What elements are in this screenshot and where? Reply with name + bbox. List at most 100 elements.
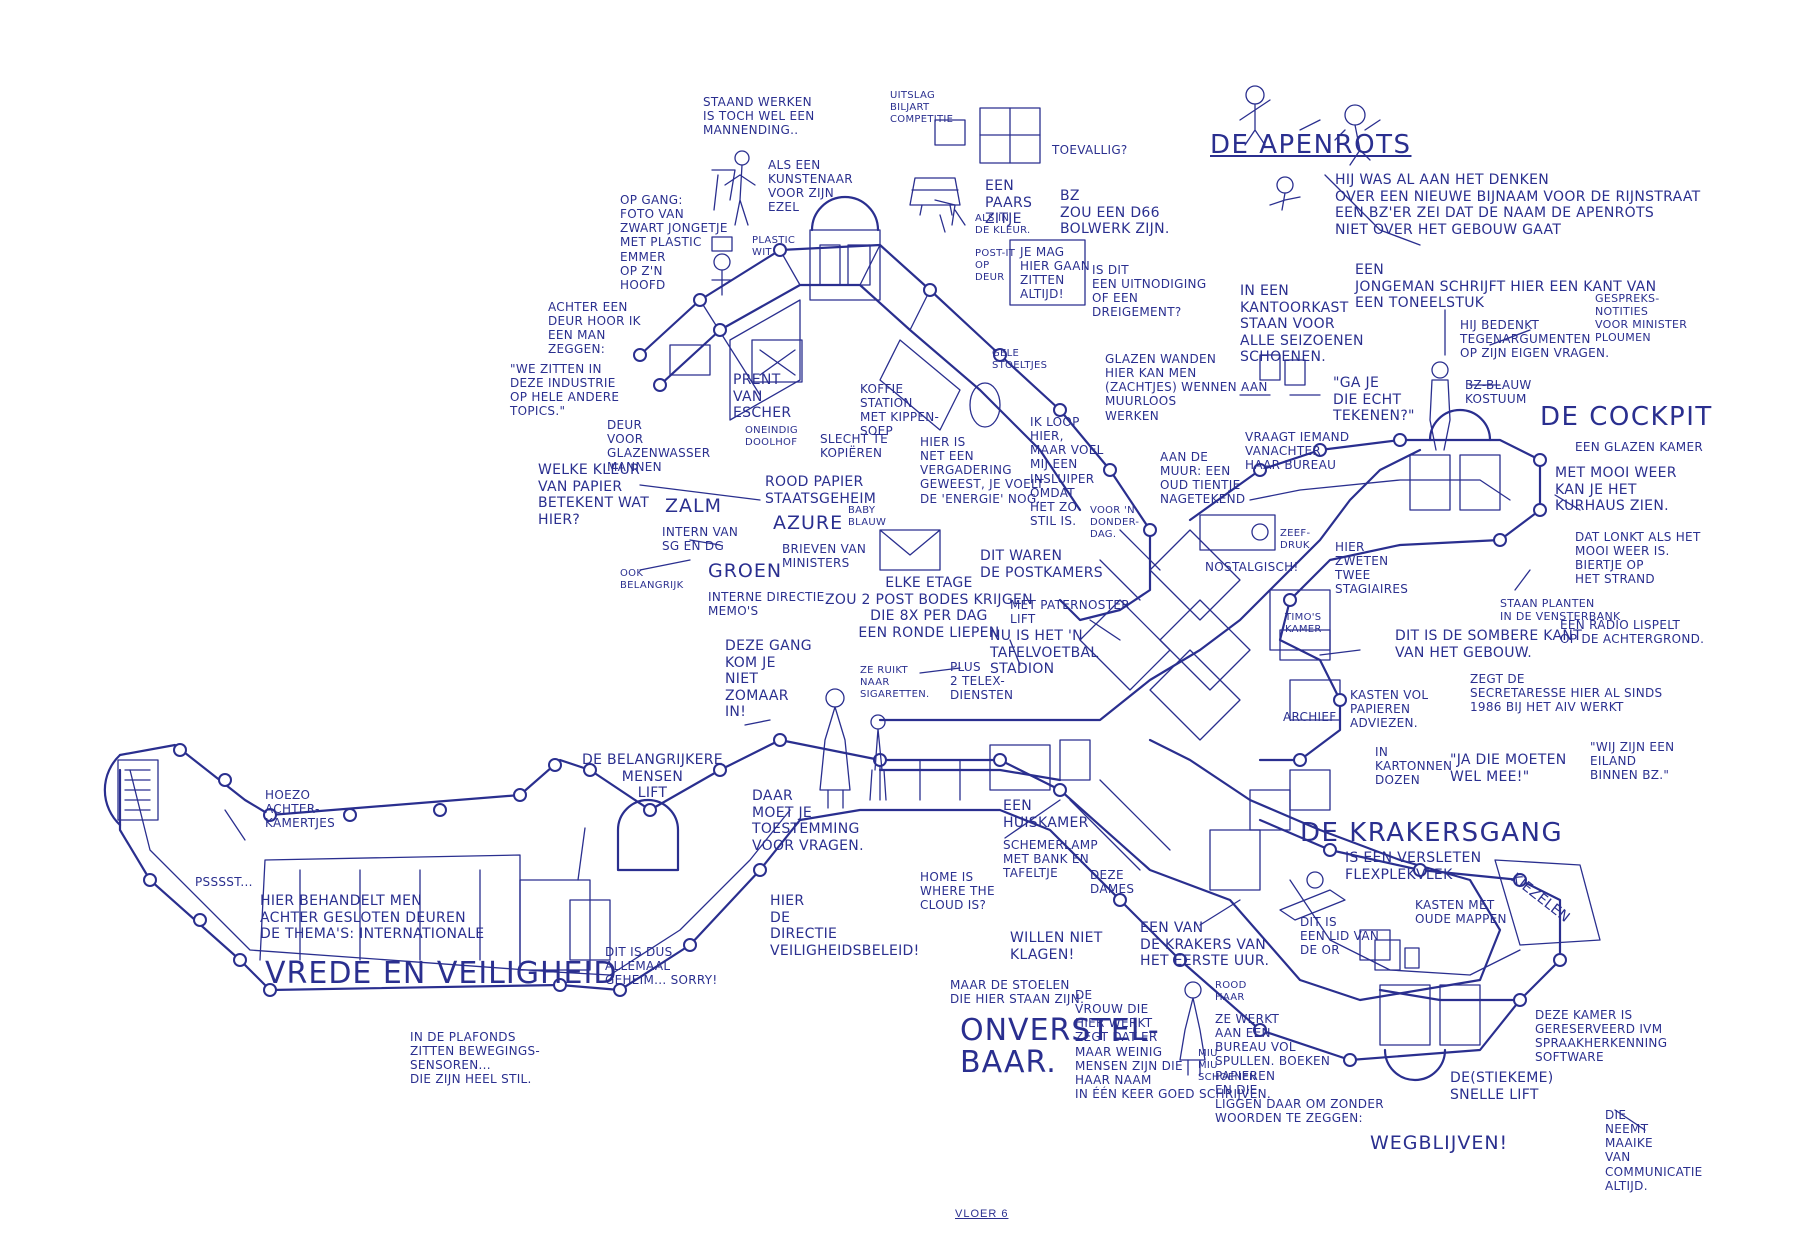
window-icon — [979, 107, 1041, 164]
note-archief: ARCHIEF — [1283, 710, 1337, 724]
note-ook: OOK BELANGRIJK — [620, 568, 684, 591]
note-zeefdruk: ZEEF- DRUK — [1280, 528, 1311, 551]
note-paternoster: MET PATERNOSTER LIFT — [1010, 598, 1130, 627]
note-rood: ROOD PAPIER STAATSGEHEIM — [765, 474, 877, 507]
boy-bucket-icon — [711, 236, 733, 296]
note-huiskamer: EEN HUISKAMER — [1003, 798, 1089, 831]
note-muur: AAN DE MUUR: EEN OUD TIENTJE NAGETEKEND — [1160, 450, 1246, 507]
note-belangrijkere: DE BELANGRIJKERE MENSEN LIFT — [582, 752, 723, 802]
note-maaike: DIE NEEMT MAAIKE VAN COMMUNICATIE ALTIJD… — [1605, 1108, 1703, 1193]
central-hub — [878, 448, 1422, 891]
note-uitnodiging: IS DIT EEN UITNODIGING OF EEN DREIGEMENT… — [1092, 263, 1207, 320]
heading-krakersgang: DE KRAKERSGANG — [1300, 818, 1564, 848]
note-bz-d66: BZ ZOU EEN D66 BOLWERK ZIJN. — [1060, 188, 1170, 238]
note-postkamers: DIT WAREN DE POSTKAMERS — [980, 548, 1103, 581]
note-secretaresse: ZEGT DE SECRETARESSE HIER AL SINDS 1986 … — [1470, 672, 1663, 715]
shoes-icon — [1239, 354, 1321, 396]
note-glazen-kamer: EEN GLAZEN KAMER — [1575, 440, 1703, 454]
note-spraak: DEZE KAMER IS GERESERVEERD IVM SPRAAKHER… — [1535, 1008, 1668, 1065]
columns — [143, 243, 1567, 1067]
note-doolhof: ONEINDIG DOOLHOF — [745, 425, 798, 448]
note-zalm: ZALM — [665, 495, 722, 517]
note-loop: IK LOOP HIER, MAAR VOEL MIJ EEN INSLUIPE… — [1030, 415, 1104, 529]
woman-icon — [819, 688, 887, 809]
central-lift — [519, 798, 680, 971]
note-postit: POST-IT OP DEUR — [975, 248, 1016, 283]
note-directie: HIER DE DIRECTIE VEILIGHEIDSBELEID! — [770, 893, 920, 959]
heading-apenrots: DE APENROTS — [1210, 130, 1412, 160]
chair-icon — [934, 199, 966, 233]
west-rotunda — [103, 753, 159, 827]
note-tafelvoetbal: NU IS HET 'N TAFELVOETBAL STADION — [990, 628, 1099, 678]
note-apenrots-story: HIJ WAS AL AAN HET DENKEN OVER EEN NIEUW… — [1335, 172, 1701, 238]
banknote-icon — [1199, 514, 1276, 551]
note-vraagt: VRAAGT IEMAND VANACHTER HAAR BUREAU — [1245, 430, 1350, 473]
note-postit-text: JE MAG HIER GAAN ZITTEN ALTIJD! — [1020, 245, 1091, 302]
note-deur-glas: DEUR VOOR GLAZENWASSER MANNEN — [607, 418, 711, 475]
note-jongeman: EEN JONGEMAN SCHRIJFT HIER EEN KANT VAN … — [1355, 262, 1657, 312]
note-moeten: "JA DIE MOETEN WEL MEE!" — [1450, 752, 1567, 785]
note-radio: EEN RADIO LISPELT OP DE ACHTERGROND. — [1560, 618, 1705, 647]
south-east-wing — [1258, 818, 1601, 1082]
note-kleur: ALS IN DE KLEUR. — [975, 213, 1031, 236]
note-brieven: BRIEVEN VAN MINISTERS — [782, 542, 867, 571]
east-wing — [1188, 408, 1542, 762]
note-plafonds: IN DE PLAFONDS ZITTEN BEWEGINGS- SENSORE… — [410, 1030, 541, 1087]
note-biljart: UITSLAG BILJART COMPETITIE — [890, 90, 954, 125]
note-klagen: WILLEN NIET KLAGEN! — [1010, 930, 1103, 963]
note-gang: DEZE GANG KOM JE NIET ZOMAAR IN! — [725, 638, 812, 721]
note-staand-werken: STAAND WERKEN IS TOCH WEL EEN MANNENDING… — [703, 95, 815, 138]
biljart-board-icon — [934, 119, 966, 146]
escher-frame-icon — [751, 339, 803, 383]
note-kunstenaar: ALS EEN KUNSTENAAR VOOR ZIJN EZEL — [768, 158, 853, 215]
note-gespreks: GESPREKS- NOTITIES VOOR MINISTER PLOUMEN — [1595, 292, 1688, 344]
sketches — [711, 85, 1451, 1076]
red-haired-woman-icon — [1179, 981, 1206, 1076]
note-opgang: OP GANG: FOTO VAN ZWART JONGETJE MET PLA… — [620, 193, 728, 292]
note-nostalgisch: NOSTALGISCH! — [1205, 560, 1299, 574]
note-sombere: DIT IS DE SOMBERE KANT VAN HET GEBOUW. — [1395, 628, 1583, 661]
note-vergadering: HIER IS NET EEN VERGADERING GEWEEST, JE … — [920, 435, 1044, 506]
note-plastic-wit: PLASTIC WIT — [752, 235, 796, 258]
note-paars: EEN PAARS ZITJE — [985, 178, 1033, 228]
note-bzblauw: BZ-BLAUW KOSTUUM — [1465, 378, 1532, 407]
note-eenvan: EEN VAN DE KRAKERS VAN HET EERSTE UUR. — [1140, 920, 1270, 970]
note-wegblijven: WEGBLIJVEN! — [1370, 1132, 1509, 1154]
note-achter-deur: ACHTER EEN DEUR HOOR IK EEN MAN ZEGGEN: — [548, 300, 641, 357]
note-mooi-weer: MET MOOI WEER KAN JE HET KURHAUS ZIEN. — [1555, 465, 1677, 515]
note-timo: TIMO'S KAMER — [1285, 612, 1322, 635]
note-flexplek: IS EEN VERSLETEN FLEXPLEKVLEK — [1345, 850, 1482, 883]
note-bureau: ZE WERKT AAN EEN BUREAU VOL SPULLEN. BOE… — [1215, 1012, 1384, 1126]
postit-icon — [1009, 239, 1086, 306]
papers-stack-icon — [1374, 939, 1420, 971]
note-groen: GROEN — [708, 560, 783, 582]
heading-cockpit: DE COCKPIT — [1540, 402, 1713, 432]
note-behandelt: HIER BEHANDELT MEN ACHTER GESLOTEN DEURE… — [260, 893, 485, 943]
note-planten: STAAN PLANTEN IN DE VENSTERBANK — [1500, 597, 1621, 623]
envelope-icon — [879, 529, 941, 571]
note-miu: MIU MIU SCHOENEN — [1198, 1048, 1257, 1083]
note-toestemming: DAAR MOET JE TOESTEMMING VOOR VRAGEN. — [752, 788, 864, 854]
note-gaje: "GA JE DIE ECHT TEKENEN?" — [1333, 375, 1415, 425]
standing-man-icon — [711, 150, 756, 226]
note-hoezo: HOEZO ACHTER- KAMERTJES — [265, 788, 336, 831]
note-eiland: "WIJ ZIJN EEN EILAND BINNEN BZ." — [1590, 740, 1675, 783]
note-baby: BABY BLAUW — [848, 505, 887, 528]
note-vrouw: DE VROUW DIE HIER WERKT ZEGT DAT ER MAAR… — [1075, 988, 1271, 1102]
note-koffie: KOFFIE STATION MET KIPPEN- SOEP — [860, 382, 940, 439]
note-tegenarg: HIJ BEDENKT TEGENARGUMENTEN OP ZIJN EIGE… — [1460, 318, 1610, 361]
note-stiekeme: DE(STIEKEME) SNELLE LIFT — [1450, 1070, 1554, 1103]
note-onverstel: ONVERSTEL- BAAR. — [960, 1013, 1160, 1080]
note-glazen: GLAZEN WANDEN HIER KAN MEN (ZACHTJES) WE… — [1105, 352, 1268, 423]
leader-lines — [224, 119, 1646, 1131]
note-geheim: DIT IS DUS ALLEMAAL GEHEIM... SORRY! — [605, 945, 718, 988]
note-sigaret: ZE RUIKT NAAR SIGARETTEN. — [860, 665, 930, 700]
note-telex: PLUS 2 TELEX- DIENSTEN — [950, 660, 1014, 703]
note-kartonnen: IN KARTONNEN DOZEN — [1375, 745, 1453, 788]
note-vrede: VREDE EN VEILIGHEID — [265, 956, 618, 991]
note-industrie: "WE ZITTEN IN DEZE INDUSTRIE OP HELE AND… — [510, 362, 620, 419]
note-azure: AZURE — [773, 512, 844, 534]
note-toevallig: TOEVALLIG? — [1052, 143, 1128, 157]
note-stoelen: MAAR DE STOELEN DIE HIER STAAN ZIJN: — [950, 978, 1085, 1007]
